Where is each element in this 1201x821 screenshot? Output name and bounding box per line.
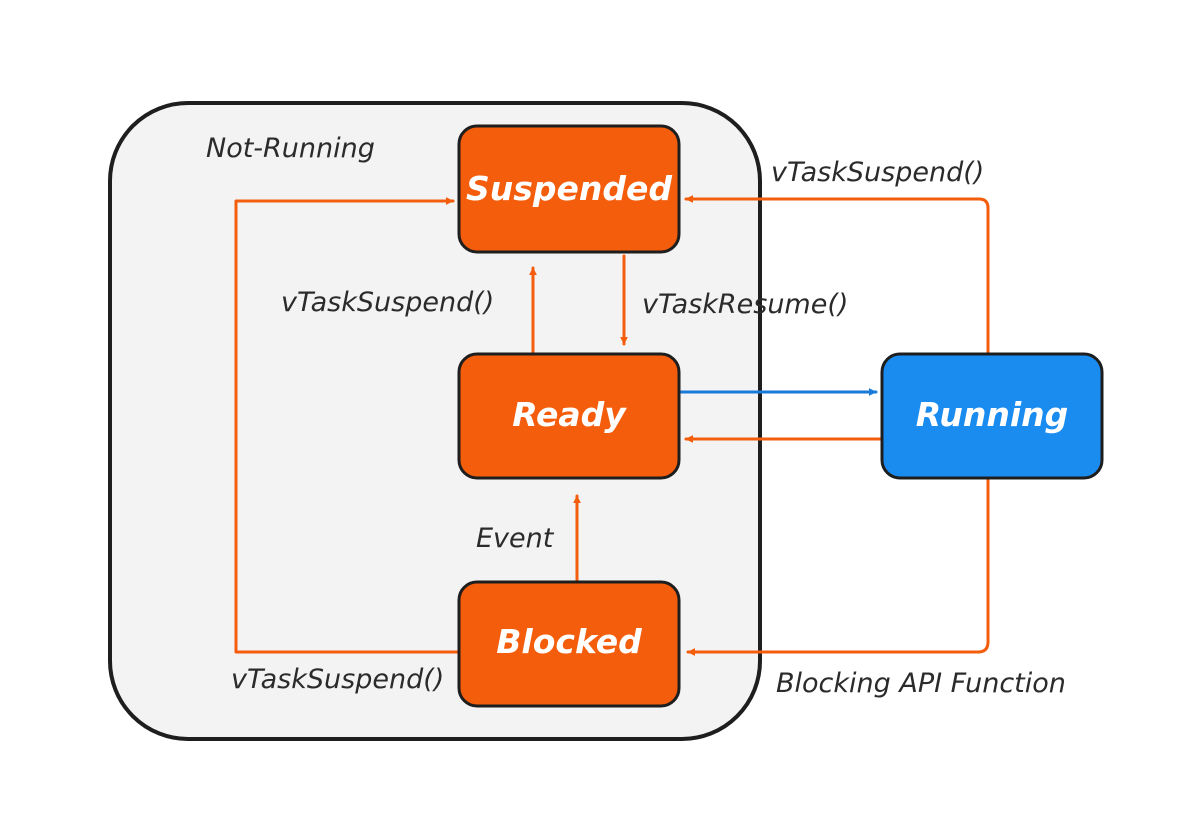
not-running-group (108, 101, 762, 741)
state-suspended-label: Suspended (466, 169, 672, 208)
state-blocked: Blocked (457, 580, 681, 708)
state-suspended: Suspended (457, 124, 681, 254)
edge-label-suspended-to-ready: vTaskResume() (642, 289, 848, 320)
state-blocked-label: Blocked (496, 622, 642, 661)
edge-running-to-blocked (686, 478, 990, 656)
state-running: Running (880, 352, 1104, 480)
edge-running-to-suspended (684, 195, 990, 355)
edge-label-ready-to-suspended: vTaskSuspend() (281, 287, 494, 318)
edge-blocked-to-suspended (234, 197, 461, 654)
edge-label-blocked-to-ready: Event (476, 523, 555, 554)
edge-label-running-to-suspended: vTaskSuspend() (771, 157, 984, 188)
state-ready-label: Ready (512, 395, 627, 434)
state-running-label: Running (916, 395, 1069, 434)
state-ready: Ready (457, 352, 681, 480)
edge-label-blocked-to-suspended: vTaskSuspend() (231, 664, 444, 695)
not-running-group-label: Not-Running (206, 133, 375, 164)
edge-label-running-to-blocked: Blocking API Function (776, 668, 1066, 699)
